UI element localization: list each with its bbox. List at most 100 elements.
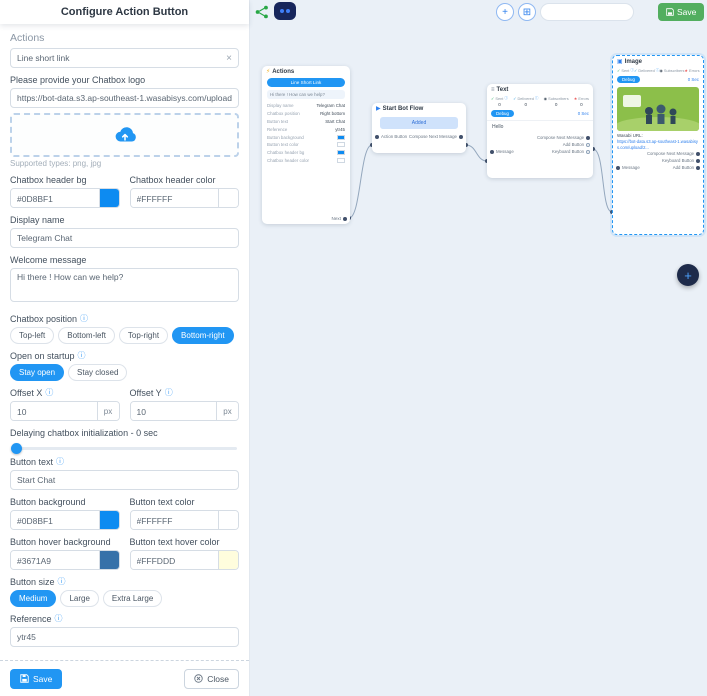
debug-button[interactable]: Debug <box>617 76 640 83</box>
startup-stay-closed-button[interactable]: Stay closed <box>68 364 128 381</box>
socket-dot[interactable] <box>586 142 590 147</box>
size-large-button[interactable]: Large <box>60 590 99 607</box>
add-button-output-socket[interactable]: Add Button <box>563 142 590 147</box>
position-bottom-left-button[interactable]: Bottom-left <box>58 327 115 344</box>
info-icon: ⓘ <box>56 457 65 466</box>
open-on-startup-label: Open on startup ⓘ <box>10 351 86 361</box>
hover-bg-swatch[interactable] <box>98 551 119 569</box>
hover-color-input[interactable] <box>130 551 218 569</box>
socket-dot[interactable] <box>696 151 700 156</box>
socket-dot[interactable] <box>375 134 379 139</box>
socket-dot[interactable] <box>586 149 590 154</box>
node-text-title: ≡ Text <box>491 87 509 93</box>
flow-share-icon[interactable] <box>255 5 269 19</box>
welcome-message-textarea[interactable]: Hi there ! How can we help? <box>10 268 239 302</box>
save-button[interactable]: Save <box>10 668 63 689</box>
position-top-left-button[interactable]: Top-left <box>10 327 55 344</box>
compose-next-message-output-socket[interactable]: Compose Next Message <box>647 151 700 156</box>
node-start-bot-flow[interactable]: ▶ Start Bot Flow Added Action Button Com… <box>372 103 466 153</box>
socket-dot[interactable] <box>490 149 494 154</box>
reference-label: Reference ⓘ <box>10 614 63 624</box>
image-thumbnail[interactable] <box>617 87 699 131</box>
startup-stay-open-button[interactable]: Stay open <box>10 364 65 381</box>
logo-url-input[interactable] <box>10 88 239 108</box>
add-node-fab[interactable]: + <box>677 264 699 286</box>
layout-grid-button[interactable]: ⊞ <box>518 3 536 21</box>
chatbox-header-color-input[interactable] <box>130 189 218 207</box>
logo-upload-dropzone[interactable] <box>10 113 239 157</box>
color-swatch <box>337 134 345 140</box>
button-bg-swatch[interactable] <box>98 511 119 529</box>
supported-types-hint: Supported types: png, jpg <box>10 159 102 168</box>
close-button[interactable]: Close <box>184 668 239 689</box>
offset-y-input[interactable] <box>130 402 216 420</box>
message-input-socket[interactable]: Message <box>616 165 640 170</box>
node-action-type-button[interactable]: Line Short Link <box>267 78 345 87</box>
button-color-input[interactable] <box>130 511 218 529</box>
node-text-content: Hello <box>492 124 504 130</box>
welcome-message-label: Welcome message <box>10 255 87 265</box>
button-bg-input[interactable] <box>11 511 99 529</box>
position-bottom-right-button[interactable]: Bottom-right <box>172 327 234 344</box>
chatbox-header-bg-input[interactable] <box>11 189 99 207</box>
message-input-socket[interactable]: Message <box>490 149 514 154</box>
size-medium-button[interactable]: Medium <box>10 590 57 607</box>
size-extra-large-button[interactable]: Extra Large <box>102 590 163 607</box>
info-icon: ⓘ <box>77 351 86 360</box>
chatbox-header-bg-swatch[interactable] <box>98 189 119 207</box>
added-status-chip[interactable]: Added <box>380 117 458 129</box>
app-logo[interactable] <box>274 2 296 20</box>
display-name-input[interactable] <box>10 228 239 248</box>
socket-dot[interactable] <box>616 165 620 170</box>
info-icon: ⓘ <box>655 68 660 72</box>
reference-input[interactable] <box>10 627 239 647</box>
color-swatch <box>337 157 345 163</box>
hover-bg-input[interactable] <box>11 551 99 569</box>
socket-dot[interactable] <box>586 135 590 140</box>
info-icon: ⓘ <box>57 577 66 586</box>
node-image-outputs: Compose Next Message Keyboard Button Add… <box>647 151 700 170</box>
zoom-add-button[interactable]: + <box>496 3 514 21</box>
delay-slider-thumb[interactable] <box>11 443 22 454</box>
offset-x-input[interactable] <box>11 402 97 420</box>
chatbox-header-color-swatch[interactable] <box>218 189 238 207</box>
position-top-right-button[interactable]: Top-right <box>118 327 169 344</box>
next-output-socket[interactable]: Next <box>332 216 347 221</box>
bolt-icon: ⚡ <box>266 69 271 75</box>
keyboard-button-output-socket[interactable]: Keyboard Button <box>552 149 590 154</box>
action-button-input-socket[interactable]: Action Button <box>375 134 407 139</box>
button-color-swatch[interactable] <box>218 511 238 529</box>
delivered-icon: ✓ <box>633 68 638 73</box>
flow-canvas[interactable]: + ⊞ Save ⚡ Actions Line Short Link Hi th… <box>250 0 707 696</box>
keyboard-button-output-socket[interactable]: Keyboard Button <box>662 158 700 163</box>
flow-name-input[interactable] <box>540 3 634 21</box>
compose-next-message-output-socket[interactable]: Compose Next Message <box>409 134 463 139</box>
wasabi-url-link[interactable]: https://bot-data.s3.ap-southeast-1.wasab… <box>617 139 699 150</box>
node-actions[interactable]: ⚡ Actions Line Short Link Hi there ! How… <box>262 66 350 224</box>
socket-dot[interactable] <box>696 165 700 170</box>
cloud-upload-icon <box>115 127 136 142</box>
flow-save-button[interactable]: Save <box>658 3 705 21</box>
button-text-input[interactable] <box>10 470 239 490</box>
debug-button[interactable]: Debug <box>491 110 514 117</box>
socket-dot[interactable] <box>343 216 347 221</box>
compose-next-message-output-socket[interactable]: Compose Next Message <box>537 135 590 140</box>
delay-slider[interactable] <box>11 443 237 454</box>
button-text-label: Button text ⓘ <box>10 457 65 467</box>
node-image-footer: Message Compose Next Message Keyboard Bu… <box>613 150 703 173</box>
socket-dot[interactable] <box>459 134 463 139</box>
hover-color-swatch[interactable] <box>218 551 238 569</box>
node-text-debug-row: Debug 0 Sec <box>487 109 593 119</box>
action-type-select[interactable]: Line short link × <box>10 48 239 68</box>
node-row-header-color: Chatbox header color <box>262 156 350 164</box>
add-button-output-socket[interactable]: Add Button <box>673 165 700 170</box>
clear-selection-icon[interactable]: × <box>226 52 232 64</box>
socket-dot[interactable] <box>696 158 700 163</box>
chatbox-header-bg-label: Chatbox header bg <box>10 175 87 185</box>
